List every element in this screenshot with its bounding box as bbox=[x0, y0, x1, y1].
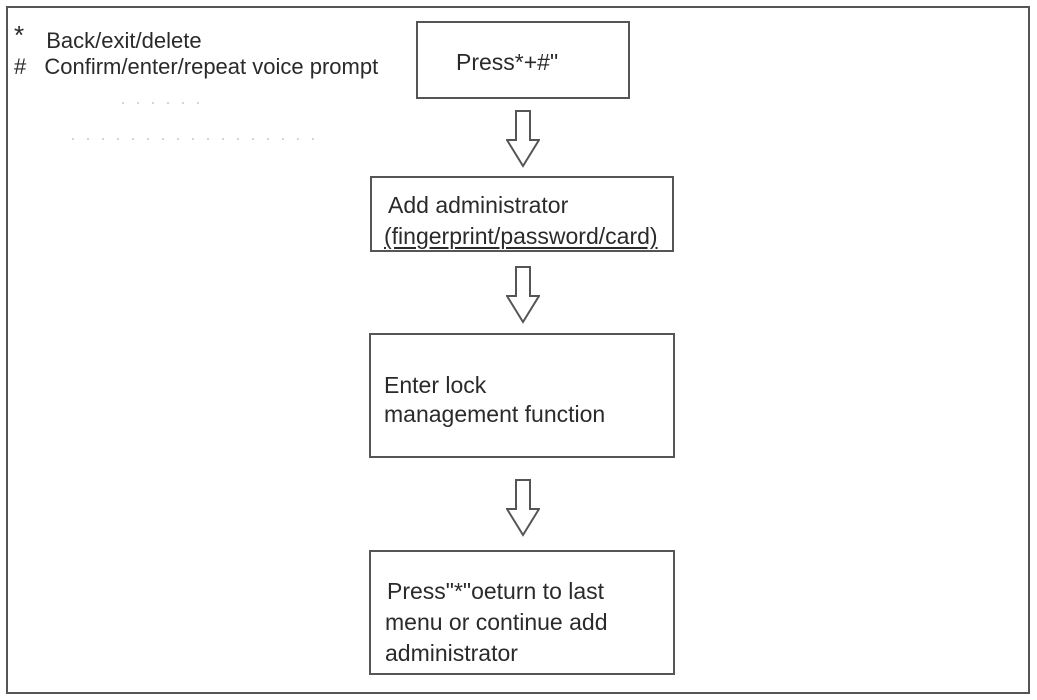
step-add-administrator-line2: (fingerprint/password/card) bbox=[384, 223, 658, 249]
legend-item-back: * Back/exit/delete bbox=[14, 20, 202, 54]
step-add-administrator-line1: Add administrator bbox=[388, 192, 569, 218]
step-return-line3: administrator bbox=[385, 640, 518, 666]
step-add-administrator: Add administrator (fingerprint/password/… bbox=[370, 176, 674, 252]
legend-item-confirm: # Confirm/enter/repeat voice prompt bbox=[14, 54, 378, 80]
step-enter-lock-line2: management function bbox=[384, 401, 606, 427]
diagram-frame bbox=[6, 6, 1030, 694]
legend-text-back: Back/exit/delete bbox=[46, 28, 202, 53]
legend-symbol-hash: # bbox=[14, 54, 27, 79]
down-arrow-icon bbox=[506, 479, 540, 537]
down-arrow-icon bbox=[506, 266, 540, 324]
step-press-combo: Press*+#" bbox=[416, 21, 630, 99]
step-return-line2: menu or continue add bbox=[385, 609, 608, 635]
step-return-line1: Press"*"oeturn to last bbox=[387, 578, 605, 604]
down-arrow-icon bbox=[506, 110, 540, 168]
faded-artifact: · · · · · · · · · · · · · · · · · bbox=[70, 128, 318, 148]
step-enter-lock-management: Enter lock management function bbox=[369, 333, 675, 458]
step-enter-lock-line1: Enter lock bbox=[384, 372, 487, 398]
step-press-combo-label: Press*+#" bbox=[456, 49, 559, 75]
legend-symbol-star: * bbox=[14, 20, 25, 50]
step-return-or-continue: Press"*"oeturn to last menu or continue … bbox=[369, 550, 675, 675]
faded-artifact: · · · · · · bbox=[120, 92, 203, 112]
legend-text-confirm: Confirm/enter/repeat voice prompt bbox=[44, 54, 379, 79]
